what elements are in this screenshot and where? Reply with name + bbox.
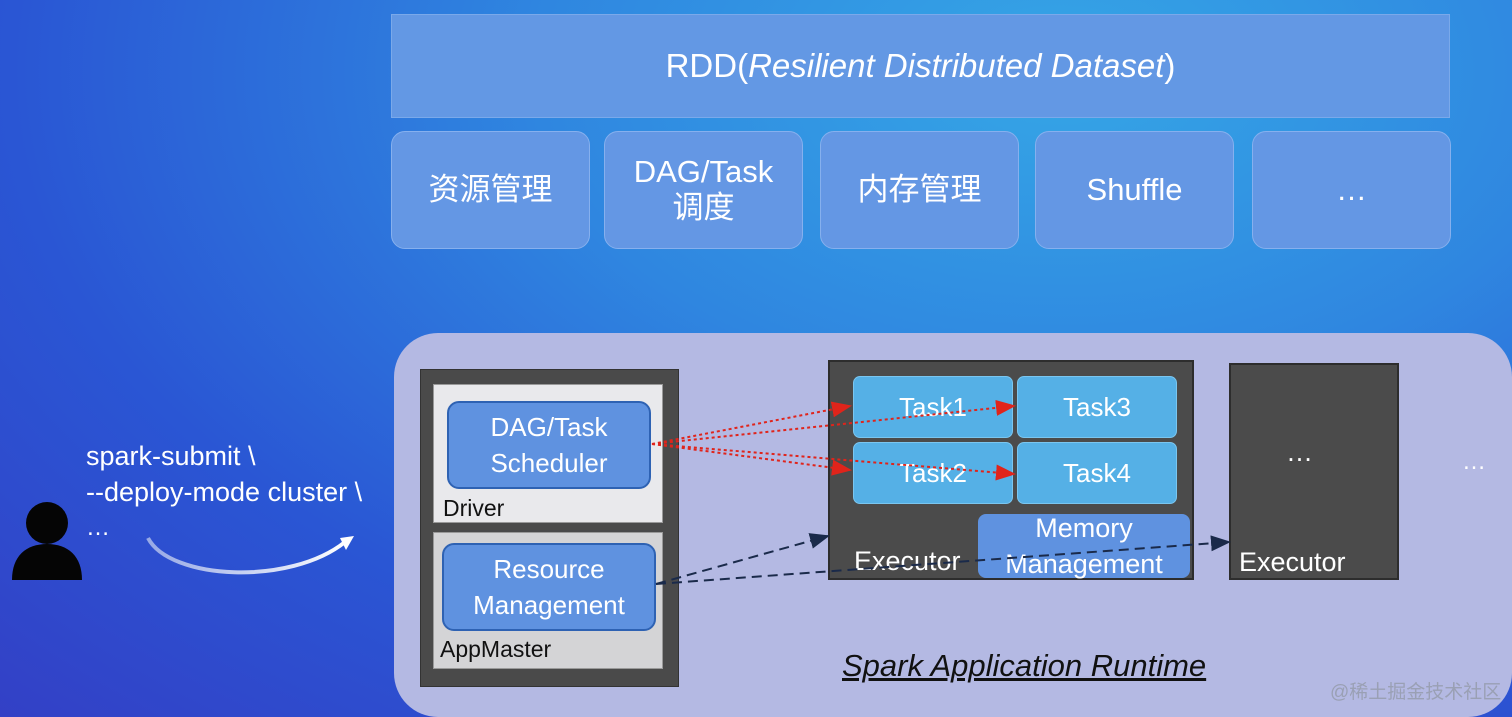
arrow-to-executor-1 [655,533,830,585]
executor-label: Executor [1239,547,1346,577]
feature-label: … [1336,172,1367,207]
feature-resource-management: 资源管理 [391,131,590,249]
curved-arrow-icon [146,536,354,575]
memory-line-1: Memory [1035,513,1133,543]
resource-to-executor-arrows [655,533,1231,585]
rdd-full-name: Resilient Distributed Dataset [748,47,1165,84]
feature-label-line2: 调度 [672,190,735,225]
resource-line-1: Resource [493,554,605,584]
executor-2: … Executor [1229,363,1399,580]
feature-dag-task-scheduling: DAG/Task 调度 [604,131,803,249]
feature-label: 内存管理 [857,172,982,207]
command-line-1: spark-submit \ [86,441,256,471]
arrow-to-task4 [651,443,1016,481]
rdd-prefix: RDD( [665,47,749,84]
feature-label: 资源管理 [428,172,553,207]
scheduler-line-1: DAG/Task [490,412,608,442]
executor-label: Executor [854,546,961,576]
feature-more: … [1252,131,1451,249]
command-line-3: … [86,514,110,541]
dag-task-scheduler: DAG/Task Scheduler [447,401,651,489]
task-label: Task2 [899,457,967,488]
feature-label: DAG/Task [633,154,774,189]
rdd-suffix: ) [1164,47,1176,84]
arrow-to-task1 [651,401,852,445]
executor-1: Task1 Task3 Task2 Task4 Executor Memory … [828,360,1194,580]
memory-line-2: Management [1005,549,1163,579]
task-4: Task4 [1017,442,1177,504]
appmaster-box: Resource Management AppMaster [433,532,663,669]
user-silhouette-icon [12,502,82,580]
task-3: Task3 [1017,376,1177,438]
driver-label: Driver [443,495,505,521]
task-label: Task4 [1063,457,1131,488]
runtime-caption: Spark Application Runtime [842,648,1207,683]
feature-label: Shuffle [1086,172,1183,207]
arrow-to-task3 [651,399,1016,445]
spark-submit-command: spark-submit \ --deploy-mode cluster \ … [86,438,362,546]
task-label: Task3 [1063,391,1131,422]
watermark: @稀土掘金技术社区 [1330,682,1502,703]
scheduler-line-2: Scheduler [490,448,608,478]
feature-shuffle: Shuffle [1035,131,1234,249]
executor-more: … [1286,437,1313,467]
rdd-banner: RDD(Resilient Distributed Dataset) [391,14,1450,118]
appmaster-label: AppMaster [440,636,552,662]
task-1: Task1 [853,376,1013,438]
command-line-2: --deploy-mode cluster \ [86,477,363,507]
driver-box: DAG/Task Scheduler Driver [433,384,663,523]
resource-line-2: Management [473,590,625,620]
task-2: Task2 [853,442,1013,504]
more-executors: … [1462,448,1486,475]
arrow-to-executor-2 [655,535,1231,585]
scheduler-to-tasks-arrows [651,399,1016,481]
memory-management: Memory Management [978,513,1190,579]
feature-memory-management: 内存管理 [820,131,1019,249]
resource-management: Resource Management [442,543,656,631]
